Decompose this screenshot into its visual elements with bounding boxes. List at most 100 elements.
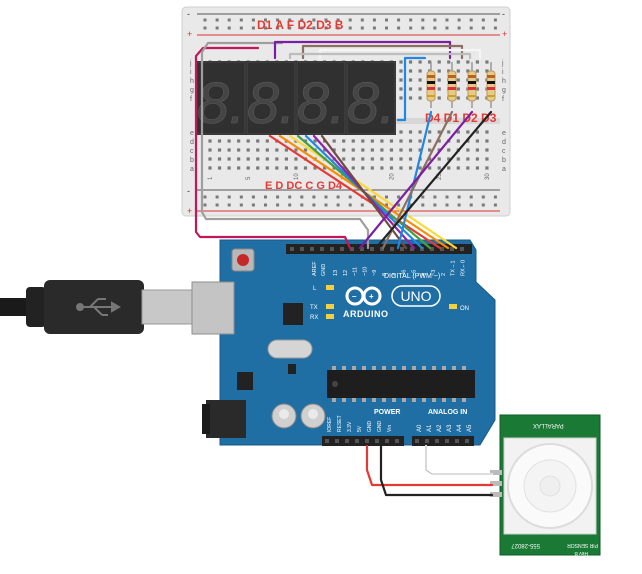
breadboard-hole [447, 157, 451, 161]
breadboard-hole [227, 166, 231, 170]
breadboard-hole [428, 157, 432, 161]
usb-cable-cord [0, 298, 28, 316]
rail-plus-label-right: + [502, 29, 507, 39]
wires [194, 40, 494, 497]
row-letter: c [502, 148, 506, 155]
rail-hole [421, 195, 425, 199]
rail-hole [251, 203, 255, 207]
breadboard-hole [284, 157, 288, 161]
breadboard-hole [475, 78, 479, 82]
rail-hole [227, 203, 231, 207]
rail-hole [372, 26, 376, 30]
power-pin-label: RESET [337, 415, 343, 432]
pir-rev: Rev B [574, 550, 588, 556]
breadboard-hole [475, 166, 479, 170]
rail-hole [288, 203, 292, 207]
digital-pin-label: ~6 [402, 270, 408, 276]
breadboard-hole [418, 130, 422, 134]
header-pin [430, 247, 434, 251]
rail-hole [457, 203, 461, 207]
header-pin [445, 439, 449, 443]
breadboard-hole [294, 166, 298, 170]
row-letter: g [190, 87, 194, 94]
power-pin-label: GND [377, 421, 383, 433]
breadboard-hole [361, 139, 365, 143]
row-letter: i [190, 69, 192, 76]
row-letter: j [501, 60, 504, 67]
top-pin-label: D1 A F D2 D3 B [257, 18, 344, 32]
breadboard-hole [351, 148, 355, 152]
pir-pin-3 [490, 492, 502, 497]
breadboard-hole [418, 166, 422, 170]
rail-hole [385, 195, 388, 199]
breadboard-hole [428, 148, 432, 152]
wire-yellow-bus [288, 134, 458, 250]
chip-pin [342, 398, 346, 402]
breadboard-hole [399, 130, 403, 134]
breadboard-hole [217, 166, 222, 170]
rail-hole [300, 195, 304, 199]
breadboard-hole [418, 60, 422, 64]
wire-blue-resistor [396, 110, 433, 250]
breadboard-hole [408, 69, 413, 73]
breadboard-hole [323, 148, 327, 152]
rail-hole [348, 18, 352, 22]
rail-minus-label-right: - [502, 9, 505, 19]
chip-pin [332, 398, 336, 402]
arduino-logo-icon [345, 286, 382, 306]
breadboard-hole [389, 139, 394, 143]
column-number: 10 [294, 173, 300, 180]
breadboard-hole [351, 139, 355, 143]
breadboard-hole [447, 166, 451, 170]
header-pin [375, 439, 379, 443]
breadboard-hole [265, 157, 269, 161]
chip-pin [412, 366, 416, 370]
rail-hole [385, 18, 388, 22]
rail-hole [469, 18, 473, 22]
chip-pin [442, 366, 446, 370]
row-letter: g [502, 87, 506, 94]
breadboard-hole [342, 139, 346, 143]
breadboard-hole [342, 157, 346, 161]
header-pin [335, 439, 339, 443]
header-pin [390, 247, 394, 251]
rail-hole [203, 195, 207, 199]
rail-hole [445, 18, 449, 22]
breadboard-hole [208, 166, 212, 170]
rail-hole [239, 203, 243, 207]
breadboard-hole [303, 166, 308, 170]
header-pin [455, 439, 459, 443]
rail-hole [276, 203, 280, 207]
header-pin [385, 439, 389, 443]
breadboard-hole [399, 139, 403, 143]
breadboard-hole [456, 96, 460, 100]
row-letter: a [190, 166, 194, 173]
rail-hole [409, 26, 413, 30]
arduino-uno: – + ARDUINO UNO L TX RX ON DIGITAL (PWM … [191, 239, 496, 446]
pir-pin-2 [490, 481, 502, 486]
wire-magenta-loop [194, 46, 352, 250]
breadboard-hole [361, 166, 365, 170]
breadboard-hole [265, 139, 269, 143]
rail-hole [203, 203, 207, 207]
usb-port [191, 281, 235, 335]
breadboard-hole [475, 96, 479, 100]
breadboard-hole [361, 148, 365, 152]
header-pin [300, 247, 304, 251]
wire-blue-top [396, 56, 427, 122]
row-letter: d [190, 139, 194, 146]
breadboard-hole [408, 96, 413, 100]
breadboard-hole [237, 139, 241, 143]
breadboard-hole [351, 157, 355, 161]
label-l: L [313, 286, 317, 292]
rail-hole [227, 26, 231, 30]
usb-chip [283, 303, 303, 325]
breadboard-hole [227, 148, 231, 152]
rail-hole [324, 195, 328, 199]
rail-hole [264, 203, 267, 207]
breadboard-hole [399, 166, 403, 170]
digital-header [286, 244, 472, 254]
breadboard-hole [466, 60, 470, 64]
usb-cable [0, 280, 195, 334]
